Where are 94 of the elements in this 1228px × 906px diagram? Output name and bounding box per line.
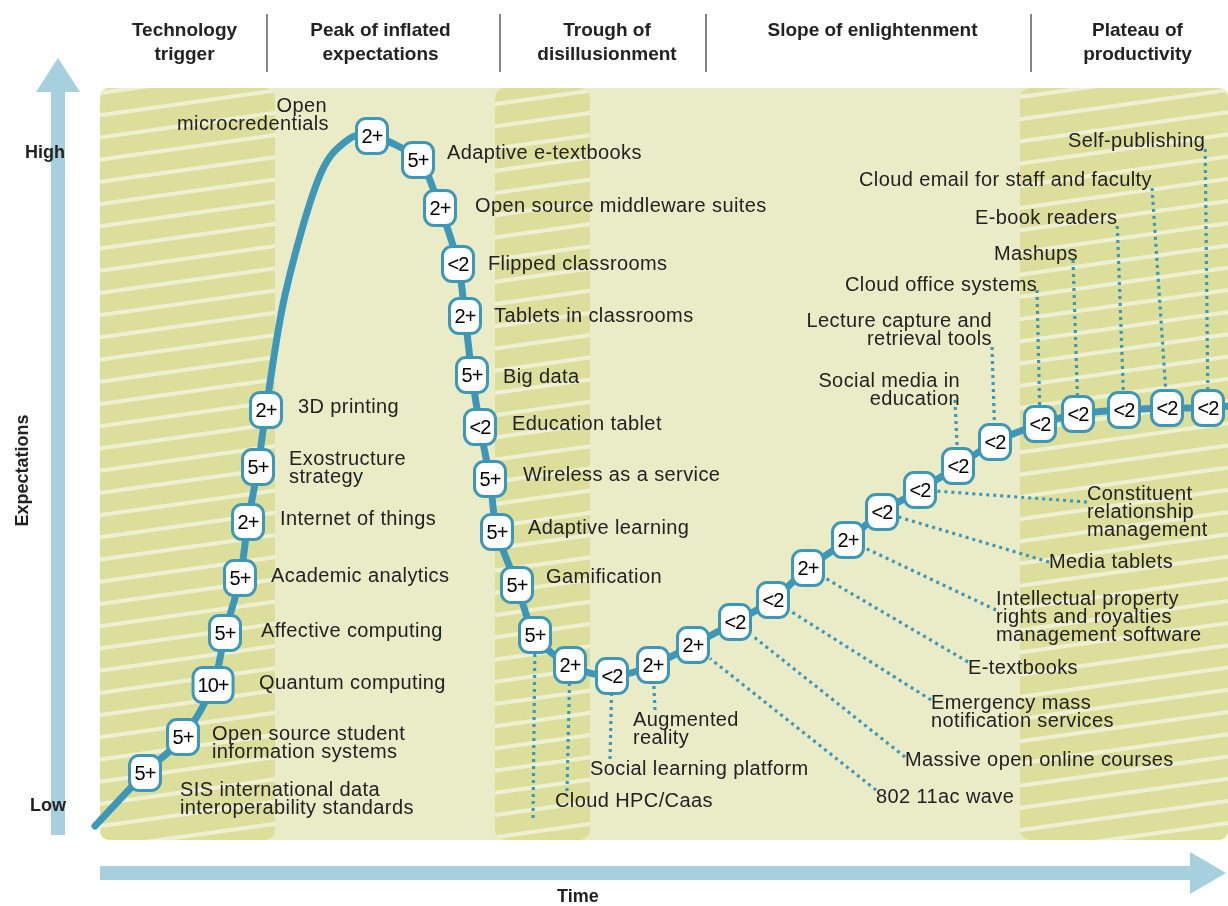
technology-name: Big data xyxy=(503,367,580,385)
technology-name: Education tablet xyxy=(512,414,662,432)
technology-name: Intellectual property rights and royalties management software xyxy=(996,589,1221,643)
score-badge: 2+ xyxy=(231,503,265,541)
score-badge: <2 xyxy=(941,447,975,485)
leader-line xyxy=(1203,149,1210,389)
score-badge: 5+ xyxy=(166,718,200,756)
technology-name: Gamification xyxy=(546,567,662,585)
technology-name: Flipped classrooms xyxy=(488,254,668,272)
score-badge: 5+ xyxy=(455,356,489,394)
leader-line xyxy=(565,683,572,792)
phase-heading: Peak of inflated expectations xyxy=(309,18,452,66)
technology-name: Mashups xyxy=(994,244,1078,262)
technology-name: Augmented reality xyxy=(633,710,773,746)
technology-name: Open microcredentials xyxy=(177,96,327,132)
technology-name: 802 11ac wave xyxy=(876,787,1015,805)
score-badge: <2 xyxy=(441,245,475,283)
axis-label: Expectations xyxy=(11,413,33,529)
technology-name: Lecture capture and retrieval tools xyxy=(787,311,992,347)
technology-name: E-textbooks xyxy=(968,658,1078,676)
technology-name: Adaptive learning xyxy=(528,518,690,536)
technology-name: Cloud HPC/Caas xyxy=(555,791,713,809)
leader-line xyxy=(709,657,877,792)
score-badge: <2 xyxy=(1061,395,1095,433)
axis-tick-label: High xyxy=(25,142,65,163)
technology-name: Quantum computing xyxy=(259,673,446,691)
technology-name: Cloud office systems xyxy=(845,275,1038,293)
technology-name: Open source student information systems xyxy=(212,724,407,760)
technology-name: Exostructure strategy xyxy=(289,449,408,485)
score-badge: <2 xyxy=(1023,405,1057,443)
technology-name: Self-publishing xyxy=(1068,131,1206,149)
technology-name: E-book readers xyxy=(975,208,1118,226)
score-badge: 5+ xyxy=(241,448,275,486)
leader-line xyxy=(953,399,959,448)
score-badge: 5+ xyxy=(223,559,257,597)
score-badge: 5+ xyxy=(480,513,514,551)
score-badge: 5+ xyxy=(518,616,552,654)
technology-name: Cloud email for staff and faculty xyxy=(859,170,1152,188)
leader-line xyxy=(1035,289,1042,406)
technology-name: Affective computing xyxy=(261,621,443,639)
technology-name: Adaptive e-textbooks xyxy=(447,143,642,161)
phase-heading: Trough of disillusionment xyxy=(536,18,678,66)
technology-name: Academic analytics xyxy=(271,566,450,584)
phase-heading: Slope of enlightenment xyxy=(766,18,979,42)
score-badge: <2 xyxy=(756,581,790,619)
score-badge: 2+ xyxy=(636,646,670,684)
phase-heading: Technology trigger xyxy=(130,18,239,66)
technology-name: Media tablets xyxy=(1049,552,1174,570)
score-badge: 5+ xyxy=(473,460,507,498)
leader-line xyxy=(864,546,997,612)
score-badge: <2 xyxy=(903,471,937,509)
score-badge: 2+ xyxy=(831,521,865,559)
leader-line xyxy=(652,683,657,711)
score-badge: <2 xyxy=(1191,389,1225,427)
score-badge: 2+ xyxy=(791,549,825,587)
leader-line xyxy=(824,576,969,664)
technology-name: 3D printing xyxy=(298,397,400,415)
leader-line xyxy=(936,489,1088,504)
technology-name: Social media in education xyxy=(800,371,960,407)
technology-name: Wireless as a service xyxy=(523,465,721,483)
technology-name: Emergency mass notification services xyxy=(931,693,1146,729)
technology-name: Social learning platform xyxy=(590,759,809,777)
score-badge: 2+ xyxy=(355,117,389,155)
score-badge: <2 xyxy=(978,423,1012,461)
score-badge: <2 xyxy=(595,657,629,695)
leader-line xyxy=(1115,225,1125,392)
leader-line xyxy=(1150,187,1168,390)
score-badge: 5+ xyxy=(500,566,534,604)
technology-name: Tablets in classrooms xyxy=(494,306,694,324)
axis-tick-label: Low xyxy=(30,795,66,816)
technology-name: SIS international data interoperability standards xyxy=(180,780,415,816)
score-badge: 2+ xyxy=(553,646,587,684)
phase-heading: Plateau of productivity xyxy=(1082,18,1193,66)
score-badge: <2 xyxy=(1107,391,1141,429)
score-badge: 2+ xyxy=(676,626,710,664)
technology-name: Massive open online courses xyxy=(905,750,1174,768)
axis-label: Time xyxy=(557,886,599,906)
score-badge: 5+ xyxy=(401,141,435,179)
score-badge: 2+ xyxy=(448,297,482,335)
score-badge: 10+ xyxy=(191,666,235,704)
leader-line xyxy=(789,609,932,702)
score-badge: <2 xyxy=(463,408,497,446)
score-badge: <2 xyxy=(1150,389,1184,427)
score-badge: 2+ xyxy=(249,391,283,429)
technology-name: Open source middleware suites xyxy=(475,196,767,214)
score-badge: <2 xyxy=(718,603,752,641)
technology-name: Internet of things xyxy=(280,509,437,527)
technology-name: Constituent relationship management xyxy=(1087,484,1227,538)
score-badge: 5+ xyxy=(128,754,162,792)
score-badge: <2 xyxy=(865,493,899,531)
leader-line xyxy=(751,634,906,759)
score-badge: 2+ xyxy=(423,189,457,227)
score-badge: 5+ xyxy=(208,614,242,652)
leader-line xyxy=(1071,259,1079,396)
